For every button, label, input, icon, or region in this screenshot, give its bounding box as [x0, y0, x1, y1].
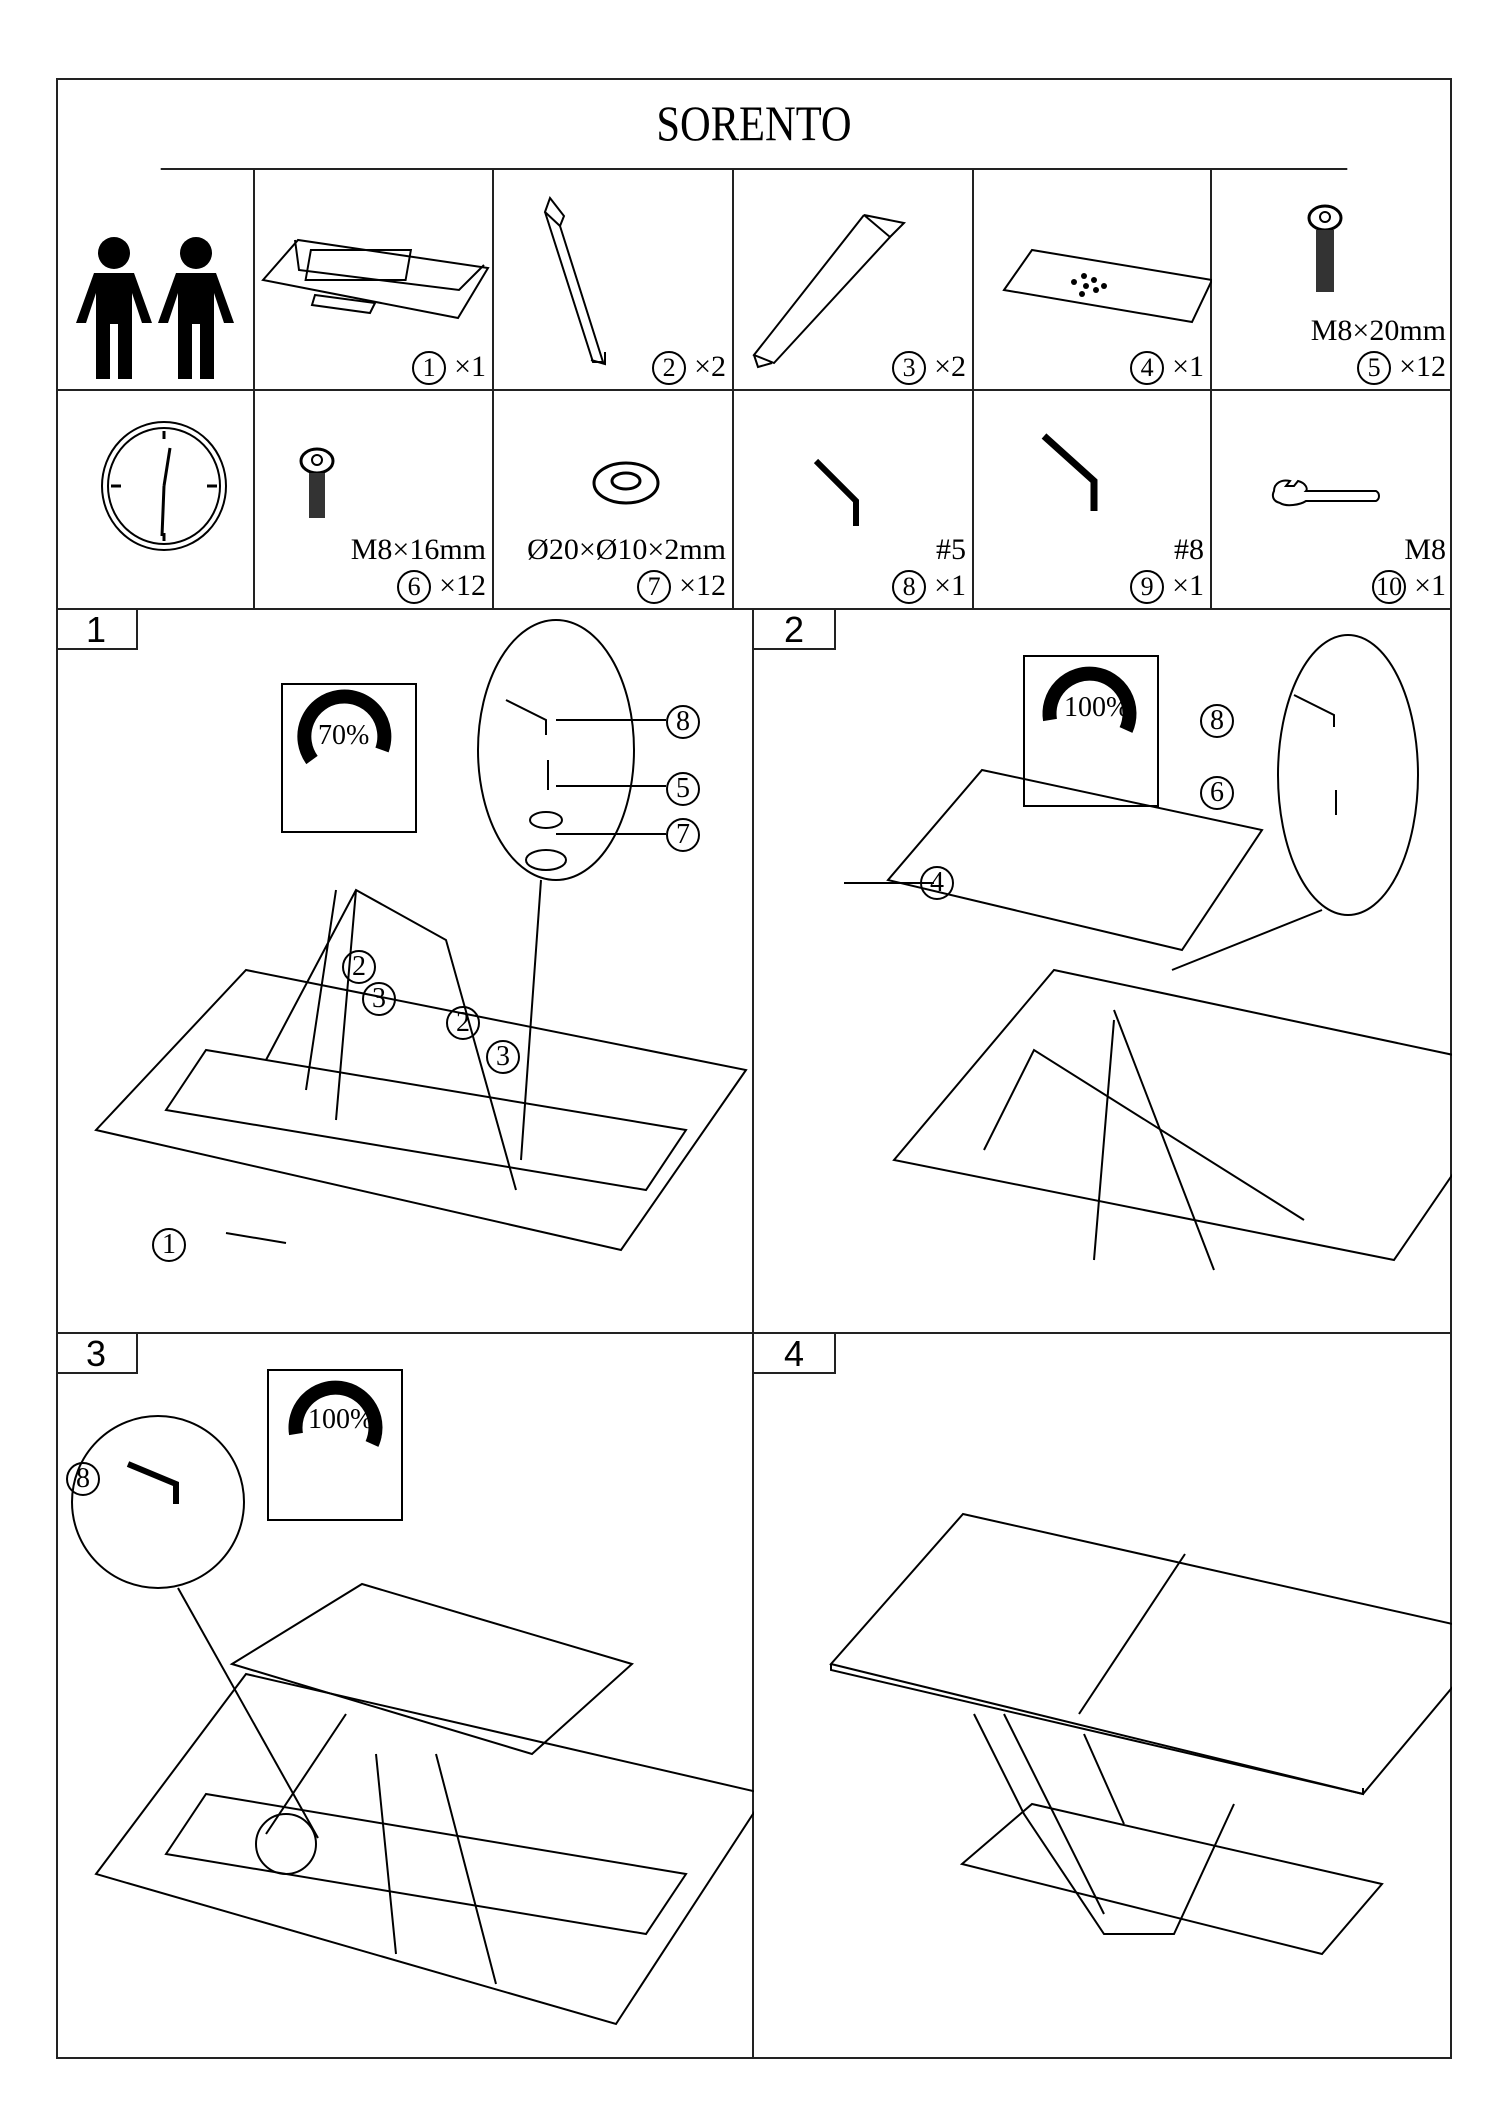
step-3-panel: 3 100% 8: [56, 1334, 754, 2059]
bolt-icon: [299, 447, 335, 518]
tighten-percent: 100%: [308, 1404, 374, 1435]
two-persons-icon: [76, 237, 234, 379]
part-1-cell: 1×1: [255, 170, 494, 391]
bolt-icon: [1307, 204, 1343, 292]
tighten-percent: 100%: [1064, 692, 1130, 723]
step-number: 1: [56, 610, 138, 650]
callout: 8: [1200, 704, 1234, 738]
callout: 3: [486, 1040, 520, 1074]
allen-key-icon: [813, 458, 859, 526]
callout: 6: [1200, 776, 1234, 810]
callout: 5: [666, 772, 700, 806]
washer-icon: [592, 461, 660, 505]
tighten-indicator-icon: [267, 1369, 403, 1521]
table-frame-icon: [261, 238, 490, 320]
callout: 4: [920, 866, 954, 900]
callout: 1: [152, 1228, 186, 1262]
step-1-illustration: [94, 619, 748, 1252]
leg-icon: [543, 195, 606, 366]
step-2-panel: 2 100% 8 6 4: [754, 610, 1452, 1334]
step-2-illustration: [844, 634, 1452, 1271]
manual-frame: [56, 78, 1452, 2059]
callout: 7: [666, 818, 700, 852]
part-label: 1×1: [412, 349, 486, 385]
clock-icon: [101, 421, 227, 551]
step-number: 4: [754, 1334, 836, 1374]
people-cell: [56, 170, 255, 391]
wrench-icon: [1271, 479, 1380, 507]
step-number: 2: [754, 610, 836, 650]
product-title: SORENTO: [160, 78, 1348, 170]
step-number: 3: [56, 1334, 138, 1374]
time-cell: [56, 391, 255, 610]
part-label: 4×1: [1130, 349, 1204, 385]
finished-table-illustration: [829, 1512, 1452, 1956]
callout: 8: [666, 705, 700, 739]
part-4-cell: 4×1: [974, 170, 1212, 391]
callout: 3: [362, 982, 396, 1016]
step-4-panel: 4: [754, 1334, 1452, 2059]
part-3-cell: 3×2: [734, 170, 974, 391]
step-3-illustration: [71, 1369, 754, 2026]
step-1-panel: 1 70% 8 5 7 2 3 2 3 1: [56, 610, 754, 1334]
part-2-cell: 2×2: [494, 170, 734, 391]
callout: 8: [66, 1462, 100, 1496]
allen-key-icon: [1041, 433, 1098, 511]
tighten-indicator-icon: [281, 683, 417, 833]
top-plate-icon: [1002, 248, 1212, 324]
tighten-percent: 70%: [318, 720, 370, 751]
callout: 2: [446, 1006, 480, 1040]
tighten-indicator-icon: [1023, 655, 1159, 807]
part-label: 2×2: [652, 349, 726, 385]
leg-icon: [752, 214, 907, 369]
part-label: 3×2: [892, 349, 966, 385]
callout: 2: [342, 950, 376, 984]
